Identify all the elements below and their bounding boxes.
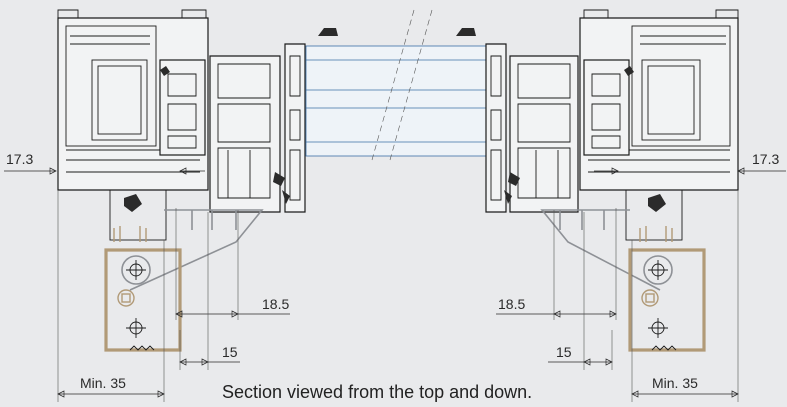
- left-screw-mid-square: [121, 293, 131, 303]
- left-hinge-pin: [124, 194, 142, 212]
- right-sash-chambers: [591, 73, 621, 149]
- left-profile-assembly: [57, 9, 338, 213]
- right-hinge-knuckle: [643, 255, 673, 285]
- dim-label-min35-left: Min. 35: [80, 375, 126, 391]
- left-frame-chamber: [65, 25, 157, 147]
- right-hinge-arm: [540, 209, 661, 291]
- left-mid-gasket: [160, 66, 170, 76]
- break-line-1: [371, 9, 415, 161]
- dim-18-5-left: [175, 208, 290, 320]
- left-hinge-knuckle: [121, 255, 151, 285]
- right-plate-zigzag: [651, 345, 677, 351]
- dim-label-17-3-left: 17.3: [6, 151, 33, 167]
- left-inner-sash: [209, 55, 281, 213]
- left-inner-sash-chambers: [217, 63, 271, 199]
- right-frame-core: [641, 59, 701, 141]
- left-sash-block: [159, 59, 206, 156]
- right-hinge-plate: [628, 248, 706, 352]
- right-frame-chamber: [631, 25, 731, 147]
- caption: Section viewed from the top and down.: [222, 382, 532, 402]
- left-sash-chambers: [167, 73, 197, 149]
- left-screw-top-cross: [126, 260, 146, 280]
- left-frame-core-inner: [97, 65, 142, 135]
- glass-pane: [305, 45, 497, 157]
- left-glazing-profile: [284, 43, 306, 213]
- dim-15-left: [179, 212, 240, 370]
- right-top-gasket: [456, 28, 476, 36]
- right-top-rails: [583, 9, 739, 18]
- dim-min35-left: [57, 190, 165, 402]
- right-screw-bottom-cross: [648, 318, 668, 338]
- glass-unit: [305, 9, 497, 161]
- left-hinge-screws: [113, 226, 147, 242]
- dim-18-5-right: [496, 208, 617, 320]
- break-line-2: [389, 9, 433, 161]
- left-plate-zigzag: [129, 345, 155, 351]
- dim-label-17-3-right: 17.3: [752, 151, 779, 167]
- dim-min35-right: [631, 190, 739, 402]
- left-inner-sash-ribs: [227, 150, 251, 198]
- left-hinge-arm-ribs: [191, 210, 237, 230]
- dim-label-15-left: 15: [222, 344, 238, 360]
- right-screw-top-cross: [648, 260, 668, 280]
- right-inner-sash-ribs: [535, 150, 559, 198]
- dim-17-3-left: [4, 167, 205, 175]
- dim-17-3-right: [594, 167, 786, 175]
- right-hinge-arm-ribs: [559, 210, 605, 230]
- dim-15-right: [548, 212, 613, 370]
- right-profile-assembly: [456, 9, 739, 213]
- left-hinge-plate: [104, 248, 182, 352]
- dim-label-18-5-left: 18.5: [262, 296, 289, 312]
- right-inner-sash: [509, 55, 579, 213]
- left-frame-top-lines: [70, 35, 150, 45]
- left-screw-bottom-cross: [126, 318, 146, 338]
- right-hinge-housing: [625, 189, 683, 241]
- right-frame-core-inner: [647, 65, 695, 135]
- right-mid-gasket: [624, 66, 634, 76]
- left-hinge-housing: [109, 189, 167, 241]
- right-hinge-screws: [639, 226, 673, 242]
- left-top-rails: [57, 9, 207, 18]
- right-sash-block: [583, 59, 630, 156]
- right-glazing-profile: [485, 43, 507, 213]
- dim-label-min35-right: Min. 35: [652, 375, 698, 391]
- dim-label-15-right: 15: [556, 344, 572, 360]
- right-screw-mid-square: [645, 293, 655, 303]
- left-glazing-chambers: [289, 55, 301, 201]
- right-hardware: [540, 189, 706, 352]
- right-bottom-gaskets: [504, 172, 520, 204]
- left-hinge-arm: [129, 209, 264, 291]
- right-screw-mid-icon: [641, 289, 659, 307]
- right-glazing-chambers: [490, 55, 502, 201]
- right-frame-top-lines: [640, 35, 726, 45]
- dim-label-18-5-right: 18.5: [498, 296, 525, 312]
- left-hardware: [104, 189, 264, 352]
- left-screw-mid-icon: [117, 289, 135, 307]
- left-top-gasket: [318, 28, 338, 36]
- left-bottom-gaskets: [273, 172, 290, 204]
- left-frame-core: [91, 59, 148, 141]
- right-hinge-pin: [648, 194, 666, 212]
